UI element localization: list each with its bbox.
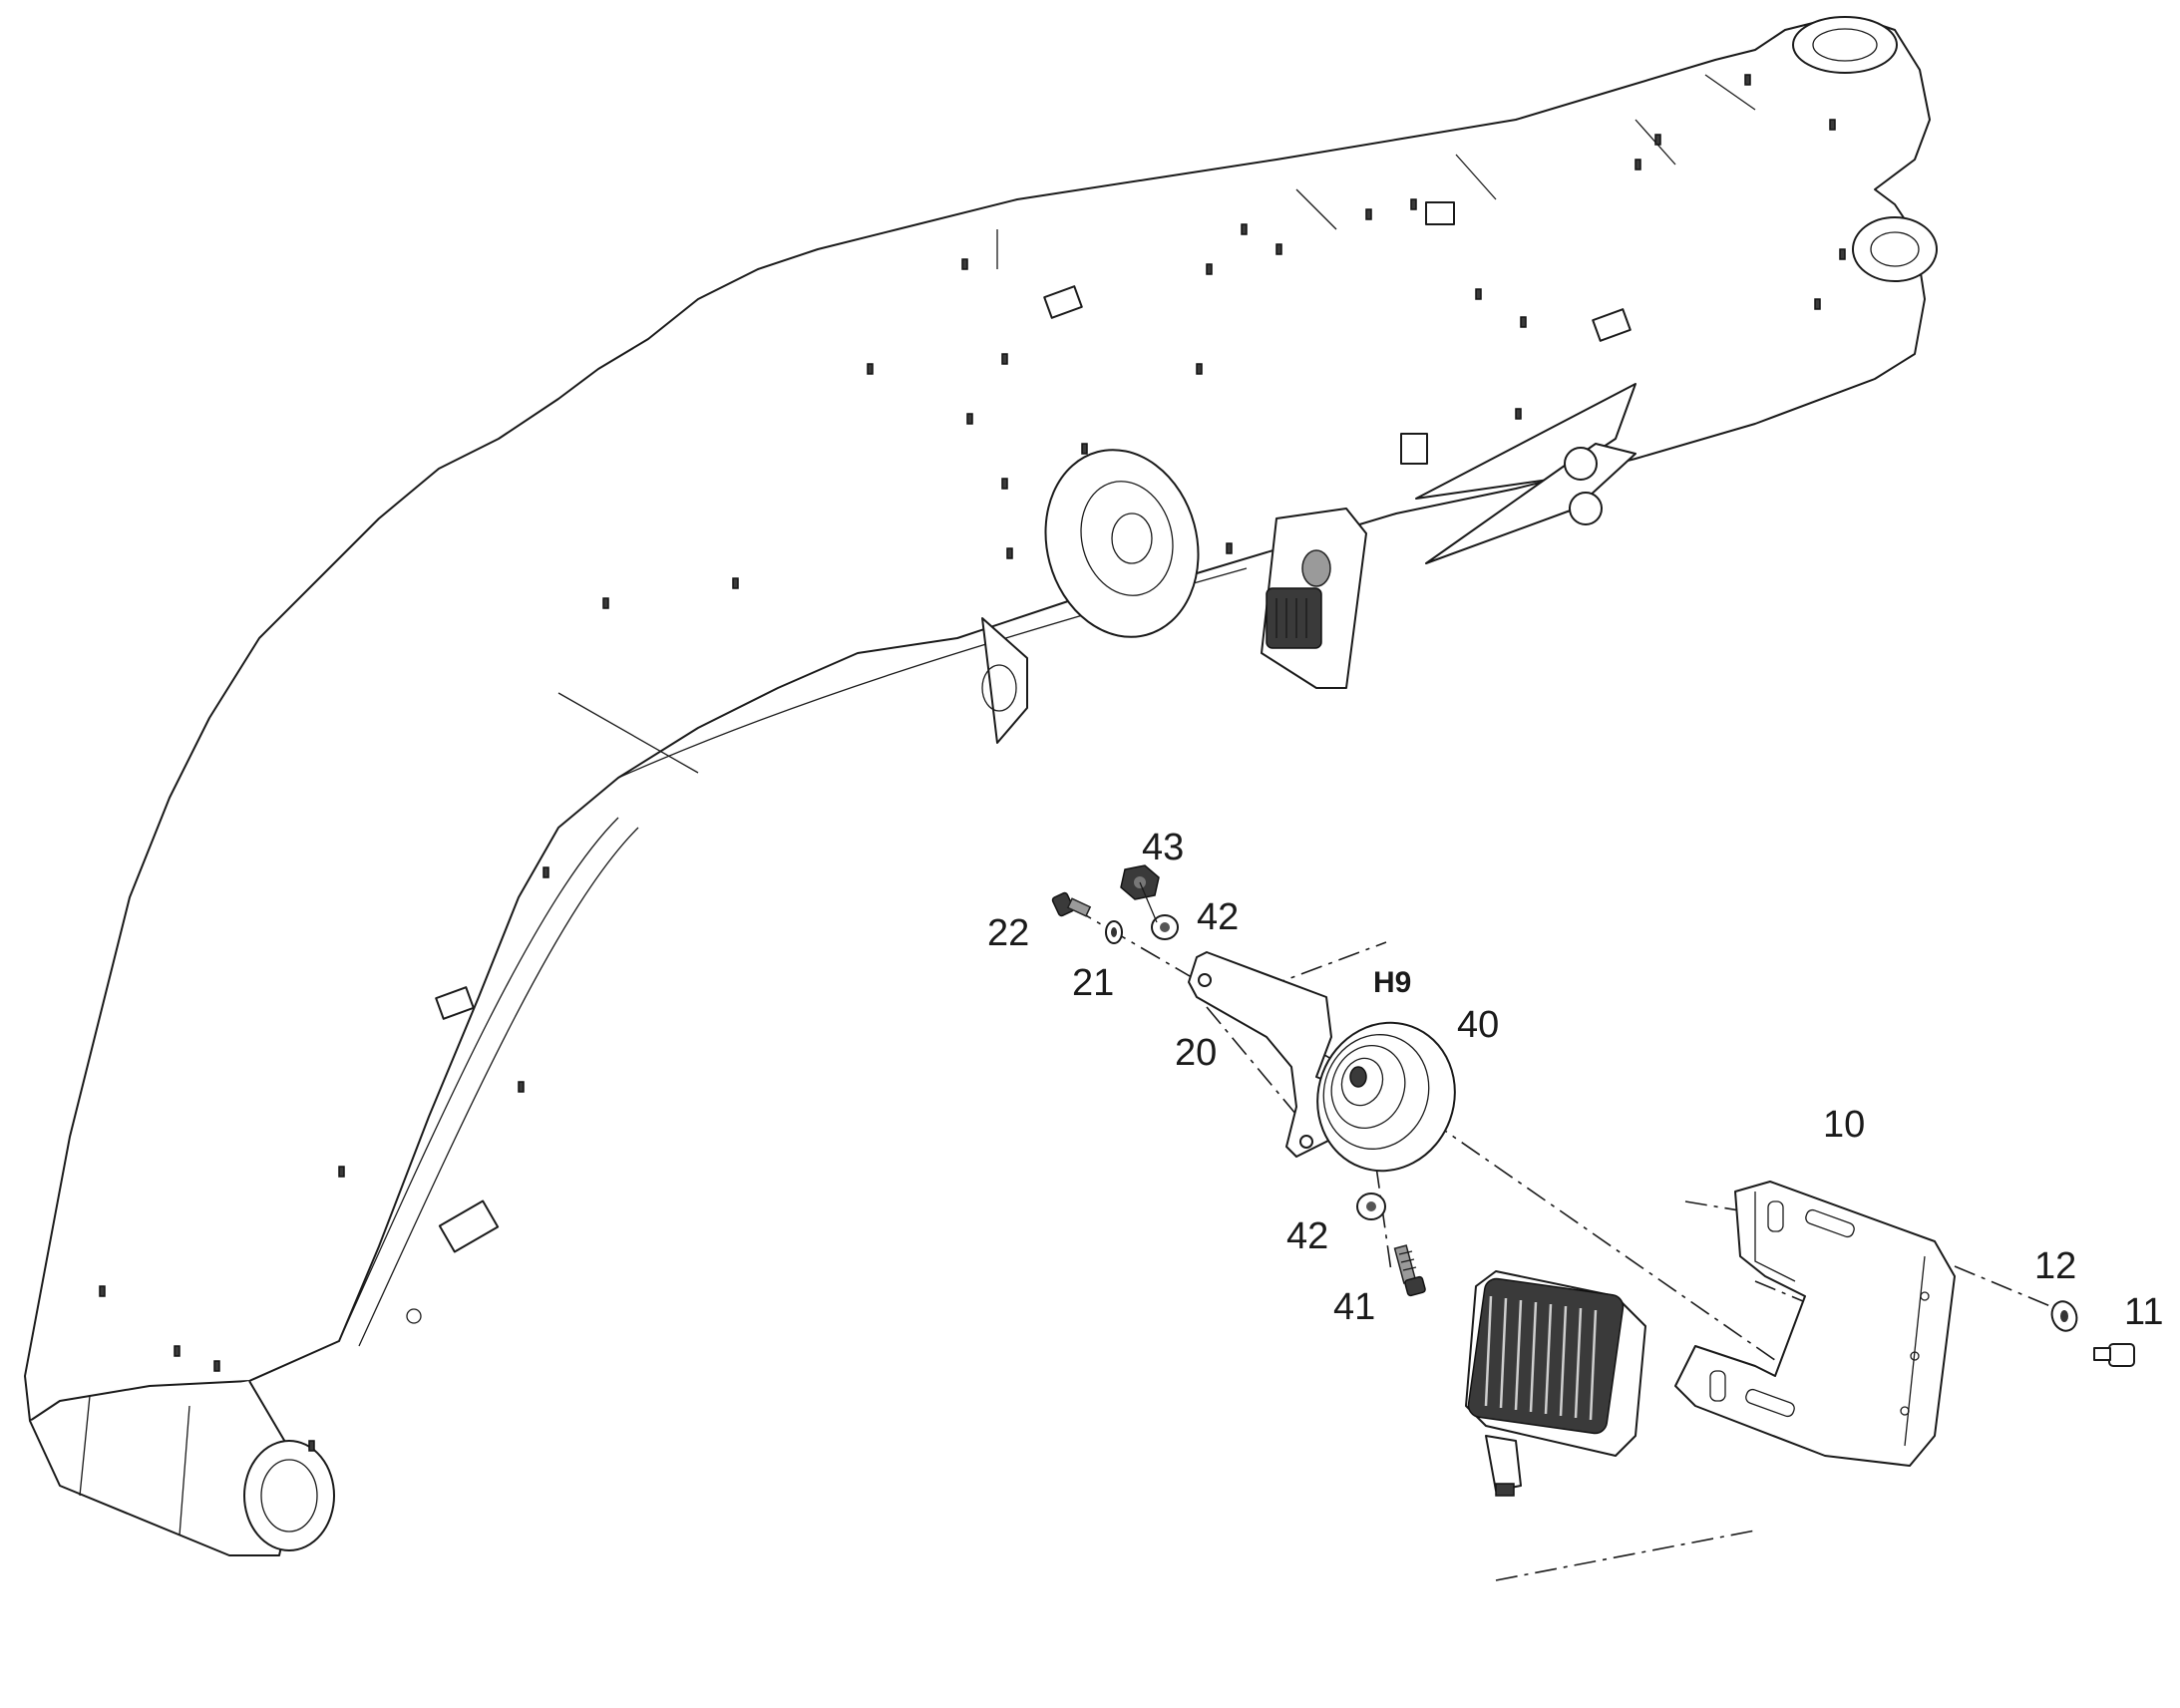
callout-21: 21 xyxy=(1072,962,1114,1004)
bracket-10 xyxy=(1674,1181,1956,1467)
bolt-22 xyxy=(1051,891,1092,917)
callout-h9: H9 xyxy=(1373,966,1411,999)
boom-arm xyxy=(24,16,1938,1556)
bolt-41 xyxy=(1393,1244,1426,1297)
callout-11: 11 xyxy=(2124,1291,2163,1333)
callout-12: 12 xyxy=(2034,1245,2076,1287)
washer-12 xyxy=(2050,1300,2078,1332)
callout-42-top: 42 xyxy=(1197,896,1239,938)
callout-42-bottom: 42 xyxy=(1286,1215,1328,1257)
callout-10: 10 xyxy=(1823,1104,1865,1146)
washer-42-top xyxy=(1151,914,1179,940)
leader-43 xyxy=(1139,881,1158,923)
callout-22: 22 xyxy=(987,912,1029,954)
bolt-11 xyxy=(2093,1343,2135,1367)
bracket-20 xyxy=(1188,951,1342,1158)
callout-41: 41 xyxy=(1333,1286,1375,1328)
callout-40: 40 xyxy=(1457,1004,1499,1046)
work-light xyxy=(1465,1270,1646,1497)
installed-light-bracket-assembly xyxy=(1261,508,1367,689)
horn-40 xyxy=(1316,1021,1456,1173)
callout-43: 43 xyxy=(1142,827,1184,868)
callout-20: 20 xyxy=(1175,1032,1217,1074)
washer-42-bottom xyxy=(1356,1193,1386,1220)
washer-21 xyxy=(1105,920,1123,944)
